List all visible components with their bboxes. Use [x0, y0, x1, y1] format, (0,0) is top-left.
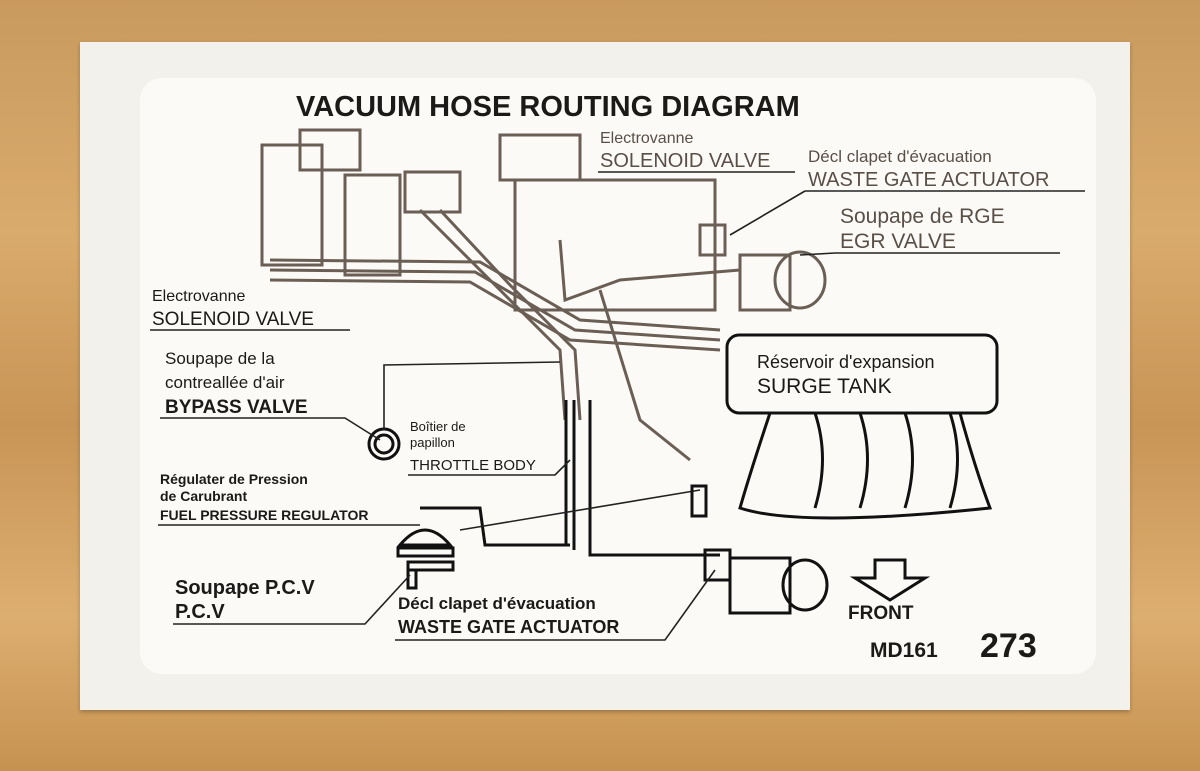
- svg-text:Soupape de la: Soupape de la: [165, 349, 275, 368]
- label-pcv: Soupape P.C.V P.C.V: [175, 577, 315, 623]
- label-solenoid-top: Electrovanne SOLENOID VALVE: [600, 130, 770, 172]
- svg-text:Régulater de Pression: Régulater de Pression: [160, 471, 308, 487]
- svg-text:BYPASS VALVE: BYPASS VALVE: [165, 397, 308, 418]
- diagram-title: VACUUM HOSE ROUTING DIAGRAM: [296, 91, 800, 123]
- leader-lines: [150, 171, 1085, 641]
- label-surge-tank: Réservoir d'expansion SURGE TANK: [757, 352, 935, 398]
- svg-text:Décl clapet d'évacuation: Décl clapet d'évacuation: [398, 594, 596, 613]
- front-arrow-icon: [849, 558, 931, 602]
- svg-text:Soupape de RGE: Soupape de RGE: [840, 205, 1005, 228]
- svg-text:WASTE GATE ACTUATOR: WASTE GATE ACTUATOR: [808, 169, 1050, 191]
- bypass-valve: [367, 361, 561, 461]
- hose-bundle: [269, 208, 741, 462]
- svg-text:Soupape P.C.V: Soupape P.C.V: [175, 577, 315, 599]
- svg-text:contreallée d'air: contreallée d'air: [165, 373, 285, 392]
- svg-text:FUEL PRESSURE REGULATOR: FUEL PRESSURE REGULATOR: [160, 507, 368, 523]
- label-egr-valve: Soupape de RGE EGR VALVE: [840, 205, 1005, 253]
- svg-text:SURGE TANK: SURGE TANK: [757, 375, 892, 398]
- svg-text:WASTE GATE ACTUATOR: WASTE GATE ACTUATOR: [398, 617, 619, 637]
- svg-text:Electrovanne: Electrovanne: [152, 288, 245, 305]
- label-wastegate-bottom: Décl clapet d'évacuation WASTE GATE ACTU…: [398, 594, 619, 637]
- svg-text:SOLENOID VALVE: SOLENOID VALVE: [600, 150, 770, 172]
- svg-text:Décl clapet d'évacuation: Décl clapet d'évacuation: [808, 147, 992, 166]
- svg-text:Réservoir d'expansion: Réservoir d'expansion: [757, 352, 935, 372]
- svg-text:P.C.V: P.C.V: [175, 601, 225, 623]
- solenoid-valve-top: [498, 133, 717, 312]
- pcv-valve: [396, 528, 455, 590]
- svg-text:de Carubrant: de Carubrant: [160, 488, 247, 504]
- label-front: FRONT: [848, 603, 914, 624]
- wastegate-actuator-top: [698, 223, 827, 312]
- svg-text:Electrovanne: Electrovanne: [600, 130, 693, 147]
- diagram-label: [140, 78, 1096, 674]
- svg-text:EGR VALVE: EGR VALVE: [840, 230, 956, 253]
- svg-text:Boîtier de: Boîtier de: [410, 419, 466, 434]
- label-throttle-body: Boîtier de papillon THROTTLE BODY: [410, 419, 536, 474]
- svg-text:papillon: papillon: [410, 435, 455, 450]
- wastegate-actuator-bottom: [690, 484, 829, 615]
- label-solenoid-left: Electrovanne SOLENOID VALVE: [152, 288, 314, 330]
- svg-text:273: 273: [980, 627, 1037, 665]
- svg-text:MD161: MD161: [870, 639, 938, 662]
- part-number: MD161 273: [870, 627, 1037, 665]
- svg-text:SOLENOID VALVE: SOLENOID VALVE: [152, 309, 314, 330]
- solenoid-valves-left: [260, 128, 462, 277]
- label-fuel-pressure-regulator: Régulater de Pression de Carubrant FUEL …: [160, 471, 368, 523]
- svg-text:THROTTLE BODY: THROTTLE BODY: [410, 457, 536, 474]
- throttle-body-hoses: [420, 400, 720, 557]
- surge-tank: [725, 333, 999, 520]
- label-bypass-valve: Soupape de la contreallée d'air BYPASS V…: [165, 349, 308, 418]
- label-wastegate-top: Décl clapet d'évacuation WASTE GATE ACTU…: [808, 147, 1050, 191]
